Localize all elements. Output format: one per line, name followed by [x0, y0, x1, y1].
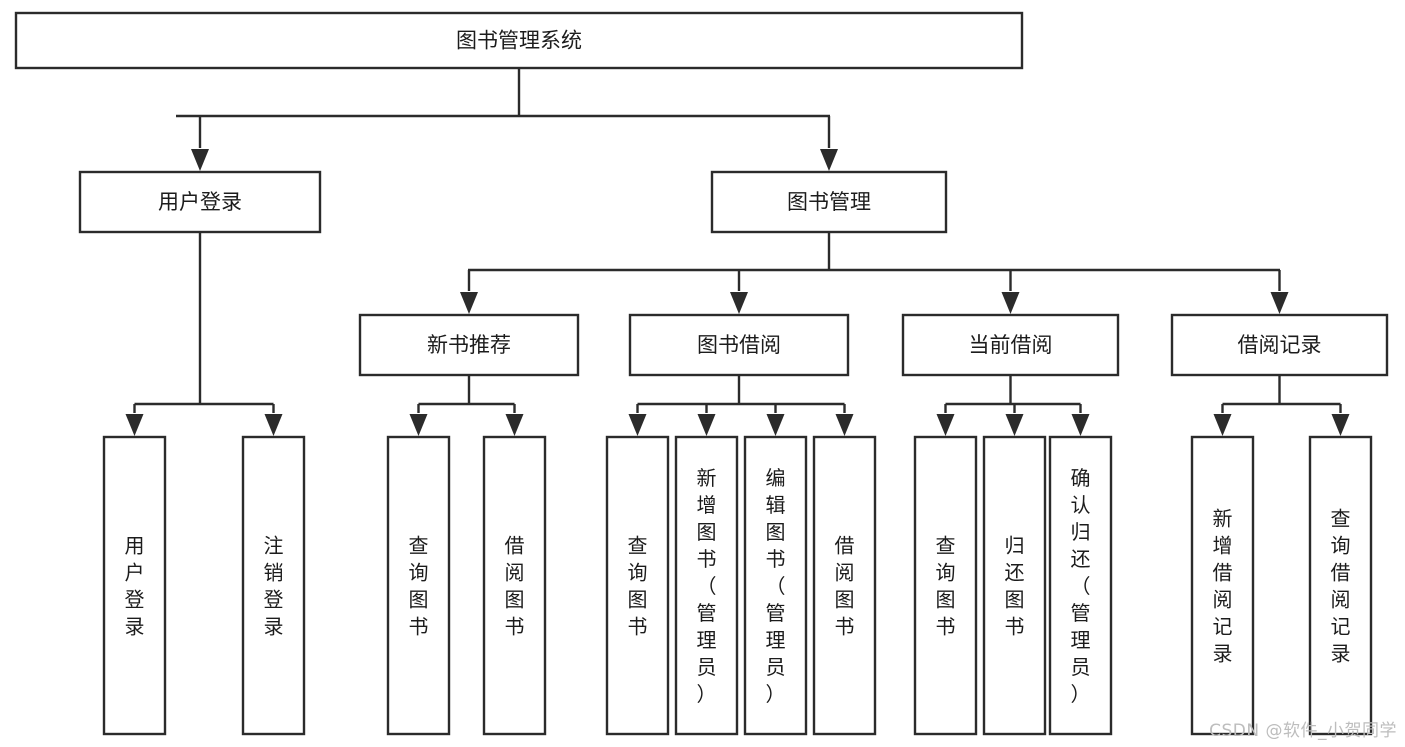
- leaf-node-10[interactable]: 确认归还（管理员）: [1048, 435, 1113, 736]
- arrow-down-icon: [125, 414, 144, 436]
- arrow-down-icon: [730, 292, 748, 314]
- arrow-down-icon: [936, 414, 955, 436]
- leaf-node-6-label: 编辑图书（管理员）: [766, 466, 786, 706]
- leaf-node-4-label: 查询图书: [628, 534, 648, 639]
- arrow-down-icon: [1001, 292, 1020, 314]
- leaf-node-2[interactable]: 查询图书: [386, 435, 451, 736]
- leaf-node-1-label: 注销登录: [264, 534, 284, 639]
- arrow-down-icon: [1213, 414, 1232, 436]
- leaf-node-8-rect[interactable]: [913, 435, 978, 736]
- root-node-title-label: 图书管理系统: [456, 29, 582, 53]
- leaf-node-5[interactable]: 新增图书（管理员）: [674, 435, 739, 736]
- node-layer: 图书管理系统用户登录图书管理新书推荐图书借阅当前借阅借阅记录用户登录注销登录查询…: [14, 11, 1389, 736]
- arrow-down-icon: [460, 292, 478, 314]
- leaf-node-5-label: 新增图书（管理员）: [697, 466, 717, 706]
- leaf-node-0-rect[interactable]: [102, 435, 167, 736]
- leaf-node-2-label: 查询图书: [409, 534, 429, 639]
- level2-node-1-label: 图书管理: [787, 190, 871, 214]
- arrow-down-icon: [697, 414, 716, 436]
- leaf-node-2-rect[interactable]: [386, 435, 451, 736]
- arrow-down-icon: [820, 149, 838, 171]
- level3-node-3[interactable]: 借阅记录: [1170, 313, 1389, 377]
- level3-node-2[interactable]: 当前借阅: [901, 313, 1120, 377]
- level3-node-1-label: 图书借阅: [697, 333, 781, 357]
- arrow-down-icon: [1270, 292, 1289, 314]
- root-node-title-rect[interactable]: [14, 11, 1024, 70]
- level2-node-0[interactable]: 用户登录: [78, 170, 322, 234]
- arrow-down-icon: [191, 149, 209, 171]
- leaf-node-10-rect[interactable]: [1048, 435, 1113, 736]
- arrow-down-icon: [835, 414, 854, 436]
- leaf-node-11-label: 新增借阅记录: [1213, 507, 1233, 666]
- leaf-node-10-label: 确认归还（管理员）: [1071, 466, 1091, 706]
- leaf-node-0-label: 用户登录: [125, 534, 145, 639]
- watermark-text: CSDN @软件_小贺同学: [1209, 721, 1397, 741]
- leaf-node-5-rect[interactable]: [674, 435, 739, 736]
- arrow-down-icon: [1071, 414, 1090, 436]
- level3-node-0-label: 新书推荐: [427, 333, 511, 357]
- leaf-node-3-rect[interactable]: [482, 435, 547, 736]
- level2-node-0-rect[interactable]: [78, 170, 322, 234]
- arrow-down-icon: [505, 414, 524, 436]
- level3-node-0[interactable]: 新书推荐: [358, 313, 580, 377]
- level3-node-0-rect[interactable]: [358, 313, 580, 377]
- arrow-down-icon: [1331, 414, 1350, 436]
- leaf-node-6-rect[interactable]: [743, 435, 808, 736]
- leaf-node-3[interactable]: 借阅图书: [482, 435, 547, 736]
- level2-node-1-rect[interactable]: [710, 170, 948, 234]
- level3-node-3-label: 借阅记录: [1238, 333, 1322, 357]
- arrow-down-icon: [409, 414, 428, 436]
- leaf-node-8[interactable]: 查询图书: [913, 435, 978, 736]
- leaf-node-0[interactable]: 用户登录: [102, 435, 167, 736]
- leaf-node-8-label: 查询图书: [936, 534, 956, 639]
- arrow-down-icon: [264, 414, 283, 436]
- leaf-node-7[interactable]: 借阅图书: [812, 435, 877, 736]
- level3-node-1[interactable]: 图书借阅: [628, 313, 850, 377]
- leaf-node-12-rect[interactable]: [1308, 435, 1373, 736]
- root-node-title[interactable]: 图书管理系统: [14, 11, 1024, 70]
- leaf-node-9-rect[interactable]: [982, 435, 1047, 736]
- level3-node-2-label: 当前借阅: [969, 333, 1053, 357]
- leaf-node-9[interactable]: 归还图书: [982, 435, 1047, 736]
- leaf-node-1-rect[interactable]: [241, 435, 306, 736]
- leaf-node-12-label: 查询借阅记录: [1331, 507, 1351, 666]
- level2-node-1[interactable]: 图书管理: [710, 170, 948, 234]
- arrow-down-icon: [628, 414, 647, 436]
- arrow-down-icon: [1005, 414, 1024, 436]
- leaf-node-6[interactable]: 编辑图书（管理员）: [743, 435, 808, 736]
- level3-node-2-rect[interactable]: [901, 313, 1120, 377]
- leaf-node-11-rect[interactable]: [1190, 435, 1255, 736]
- leaf-node-11[interactable]: 新增借阅记录: [1190, 435, 1255, 736]
- leaf-node-7-rect[interactable]: [812, 435, 877, 736]
- level2-node-0-label: 用户登录: [158, 190, 242, 214]
- arrow-down-icon: [766, 414, 785, 436]
- leaf-node-1[interactable]: 注销登录: [241, 435, 306, 736]
- leaf-node-3-label: 借阅图书: [505, 534, 525, 639]
- connector-layer: [125, 68, 1350, 436]
- leaf-node-12[interactable]: 查询借阅记录: [1308, 435, 1373, 736]
- level3-node-3-rect[interactable]: [1170, 313, 1389, 377]
- leaf-node-4[interactable]: 查询图书: [605, 435, 670, 736]
- leaf-node-9-label: 归还图书: [1005, 534, 1025, 639]
- leaf-node-4-rect[interactable]: [605, 435, 670, 736]
- leaf-node-7-label: 借阅图书: [835, 534, 855, 639]
- level3-node-1-rect[interactable]: [628, 313, 850, 377]
